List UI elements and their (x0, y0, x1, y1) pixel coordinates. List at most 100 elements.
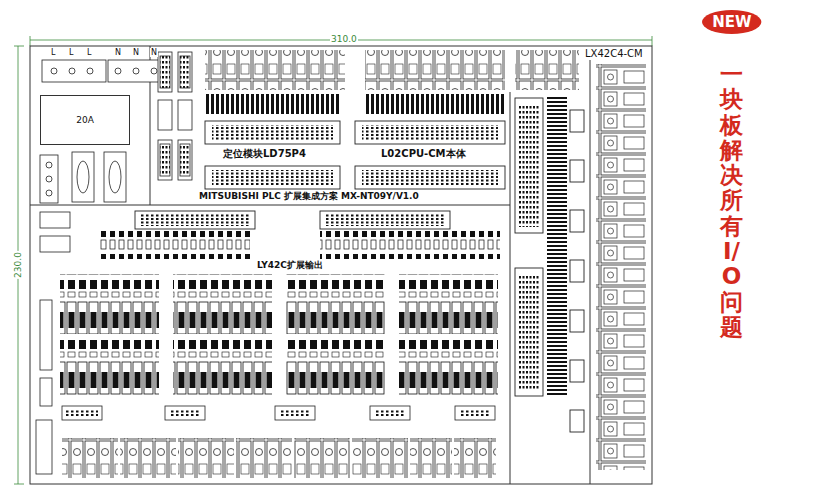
pcb-part (158, 52, 172, 92)
vertical-connector (515, 95, 584, 432)
pcb-part (104, 152, 126, 202)
pcb-part (72, 152, 94, 202)
pcb-part (374, 409, 406, 417)
pcb-part (40, 300, 52, 370)
pcb-part (40, 155, 58, 203)
board-title: MITSUBISHI PLC 扩展集成方案 (198, 191, 339, 201)
pcb-part (160, 56, 170, 88)
pcb-part (352, 438, 408, 478)
pcb-part (109, 161, 121, 193)
pcb-part (133, 68, 139, 74)
pcb-part (362, 170, 498, 185)
pcb-part (135, 211, 255, 229)
led-row (40, 212, 500, 259)
dimension-label: 310.0 (330, 34, 358, 44)
pcb-part (158, 100, 172, 130)
pcb-part (14, 484, 24, 485)
pcb-part (286, 274, 385, 334)
pcb-part (205, 50, 345, 90)
pcb-part (141, 214, 249, 226)
pcb-part (399, 274, 498, 334)
pcb-part (365, 94, 505, 114)
pcb-part (42, 60, 106, 82)
pcb-part (51, 68, 57, 74)
pcb-part (169, 409, 201, 417)
pcb-part (30, 205, 510, 206)
pcb-part (275, 406, 315, 420)
pcb-part (178, 438, 234, 478)
pcb-part (178, 140, 192, 180)
pcb-part (212, 170, 333, 185)
pcb-part (180, 56, 190, 88)
pcb-part (596, 64, 646, 470)
pcb-part (570, 310, 584, 332)
pcb-part (62, 438, 118, 478)
pcb-part (355, 166, 505, 189)
pcb-part (115, 68, 121, 74)
pcb-part (362, 125, 498, 140)
pcb-part (178, 52, 192, 92)
dimension-label: 230.0 (13, 251, 23, 279)
pcb-part (178, 100, 192, 130)
terminal-label: N (150, 48, 158, 57)
dimension-line (14, 36, 652, 484)
pcb-part (30, 36, 31, 46)
pcb-part (36, 420, 52, 474)
pcb-part (459, 409, 491, 417)
pcb-part (151, 68, 157, 74)
pcb-part (320, 211, 450, 229)
terminal-label: N (114, 48, 122, 57)
small-connector (158, 52, 192, 180)
pcb-part (236, 438, 292, 478)
new-badge: NEW (701, 9, 762, 35)
pcb-part (46, 190, 52, 196)
pcb-part (286, 338, 385, 398)
board-version: MX-NT09Y/V1.0 (340, 191, 420, 201)
pcb-part (205, 94, 340, 114)
module-label: L02CPU-CM本体 (380, 148, 467, 160)
small-connector (62, 406, 495, 420)
terminal-label: L (68, 48, 74, 57)
pcb-part (180, 144, 190, 176)
pcb-part (454, 438, 496, 478)
pcb-part (519, 274, 539, 390)
terminal-label: N (132, 48, 140, 57)
pcb-part (60, 274, 159, 334)
power-terminal (40, 60, 168, 203)
pcb-part (120, 438, 176, 478)
pcb-part (30, 46, 652, 484)
pcb-part (455, 406, 495, 420)
pcb-part (399, 338, 498, 398)
pcb-part (173, 338, 272, 398)
pcb-part (100, 231, 250, 259)
badge-ellipse (702, 10, 761, 34)
pcb-part (205, 166, 340, 189)
module-label: LX42C4-CM (584, 48, 644, 60)
pcb-part (165, 406, 205, 420)
pcb-part (46, 176, 52, 182)
terminal-block (62, 438, 496, 478)
relay-array (60, 274, 498, 398)
pcb-part (87, 68, 93, 74)
pcb-part (205, 121, 340, 144)
pcb-part (66, 409, 98, 417)
pcb-part (46, 162, 52, 168)
terminal-label: L (50, 48, 56, 57)
pcb-part (14, 46, 24, 47)
pcb-part (570, 110, 584, 132)
pcb-part (77, 161, 89, 193)
pcb-part (519, 104, 539, 227)
slogan-text: 一块板解决所有I/O问题 (720, 62, 743, 340)
pcb-part (515, 50, 579, 90)
pcb-part (570, 210, 584, 232)
module-label: LY42C扩展输出 (256, 260, 324, 270)
pcb-part (326, 214, 444, 226)
pcb-part (410, 438, 452, 478)
pcb-part (570, 360, 584, 382)
pcb-part (60, 338, 159, 398)
pcb-part (515, 98, 543, 233)
pcb-part (40, 378, 52, 406)
module-label: 定位模块LD75P4 (222, 148, 307, 160)
